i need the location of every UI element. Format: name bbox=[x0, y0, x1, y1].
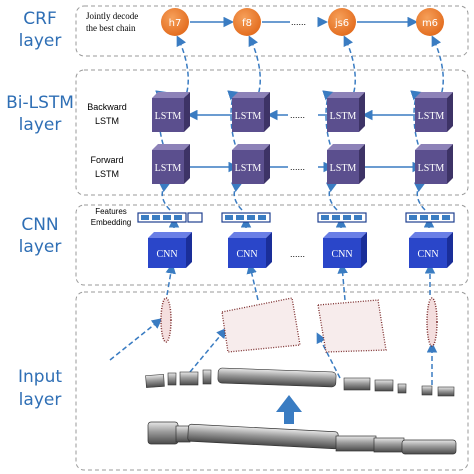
bilstm-layer-title: Bi-LSTM bbox=[6, 93, 74, 113]
svg-text:h7: h7 bbox=[169, 18, 182, 29]
lstm-forward-cell-3: LSTM bbox=[327, 144, 365, 184]
cnn-cell-1: CNN bbox=[148, 232, 192, 268]
point-cloud-segment-4 bbox=[426, 297, 438, 347]
bilstm-layer-box bbox=[75, 69, 469, 196]
up-arrow-icon bbox=[276, 395, 302, 424]
svg-text:LSTM: LSTM bbox=[418, 111, 445, 122]
point-cloud-segment-1 bbox=[160, 297, 172, 343]
crf-node-h7: h7 bbox=[161, 8, 189, 36]
lstm-backward-cell-2: LSTM bbox=[232, 92, 270, 132]
forward-lstm-label-line1: Forward bbox=[90, 155, 123, 165]
cnn-layer-subtitle: layer bbox=[19, 237, 62, 257]
svg-text:f8: f8 bbox=[242, 18, 252, 29]
forward-lstm-ellipsis: ...... bbox=[290, 162, 305, 172]
crf-node-m6: m6 bbox=[416, 8, 444, 36]
backward-lstm-label-line2: LSTM bbox=[95, 116, 119, 126]
svg-text:LSTM: LSTM bbox=[330, 111, 357, 122]
input-layer-subtitle: layer bbox=[19, 390, 62, 410]
lstm-forward-cell-2: LSTM bbox=[232, 144, 270, 184]
svg-text:CNN: CNN bbox=[156, 249, 177, 260]
lstm-backward-cell-3: LSTM bbox=[327, 92, 365, 132]
svg-text:CNN: CNN bbox=[417, 249, 438, 260]
cnn-cell-3: CNN bbox=[323, 232, 367, 268]
feature-embedding-bar-3 bbox=[317, 212, 367, 223]
forward-lstm-label-line2: LSTM bbox=[95, 169, 119, 179]
crf-note-line2: the best chain bbox=[86, 23, 136, 33]
input-layer-box bbox=[75, 291, 469, 471]
lstm-backward-cell-4: LSTM bbox=[415, 92, 453, 132]
backward-lstm-label-line1: Backward bbox=[87, 102, 127, 112]
crf-layer-subtitle: layer bbox=[19, 31, 62, 51]
svg-text:LSTM: LSTM bbox=[155, 163, 182, 174]
feature-embedding-bar-2 bbox=[221, 212, 271, 223]
crf-node-js6: js6 bbox=[328, 8, 356, 36]
cnn-cell-2: CNN bbox=[228, 232, 272, 268]
svg-text:m6: m6 bbox=[422, 18, 438, 29]
full-shaft bbox=[147, 421, 457, 455]
feature-embedding-bar-4 bbox=[405, 212, 455, 223]
cnn-ellipsis: ...... bbox=[290, 249, 305, 259]
svg-text:CNN: CNN bbox=[331, 249, 352, 260]
lstm-backward-cell-1: LSTM bbox=[152, 92, 190, 132]
svg-text:CNN: CNN bbox=[236, 249, 257, 260]
crf-node-f8: f8 bbox=[233, 8, 261, 36]
cnn-cell-4: CNN bbox=[409, 232, 453, 268]
svg-text:LSTM: LSTM bbox=[235, 111, 262, 122]
svg-text:LSTM: LSTM bbox=[418, 163, 445, 174]
svg-text:LSTM: LSTM bbox=[155, 111, 182, 122]
crf-layer-title: CRF bbox=[23, 9, 56, 29]
lstm-forward-cell-4: LSTM bbox=[415, 144, 453, 184]
features-label-line2: Embedding bbox=[91, 218, 131, 227]
svg-text:LSTM: LSTM bbox=[235, 163, 262, 174]
cnn-layer-box bbox=[75, 204, 469, 286]
backward-lstm-ellipsis: ...... bbox=[290, 110, 305, 120]
point-cloud-segment-3 bbox=[317, 299, 387, 353]
crf-ellipsis: ...... bbox=[291, 17, 306, 27]
point-cloud-segment-2 bbox=[221, 297, 301, 353]
feature-embedding-bar-1 bbox=[137, 212, 203, 223]
cnn-layer-title: CNN bbox=[21, 215, 58, 235]
input-layer-title: Input bbox=[18, 367, 62, 387]
bilstm-layer-subtitle: layer bbox=[19, 115, 62, 135]
lstm-forward-cell-1: LSTM bbox=[152, 144, 190, 184]
segmented-shaft-parts bbox=[145, 367, 455, 397]
svg-text:LSTM: LSTM bbox=[330, 163, 357, 174]
crf-layer-box bbox=[75, 5, 469, 57]
svg-text:js6: js6 bbox=[334, 18, 349, 29]
features-label-line1: Features bbox=[95, 207, 127, 216]
crf-note-line1: Jointly decode bbox=[86, 11, 138, 21]
